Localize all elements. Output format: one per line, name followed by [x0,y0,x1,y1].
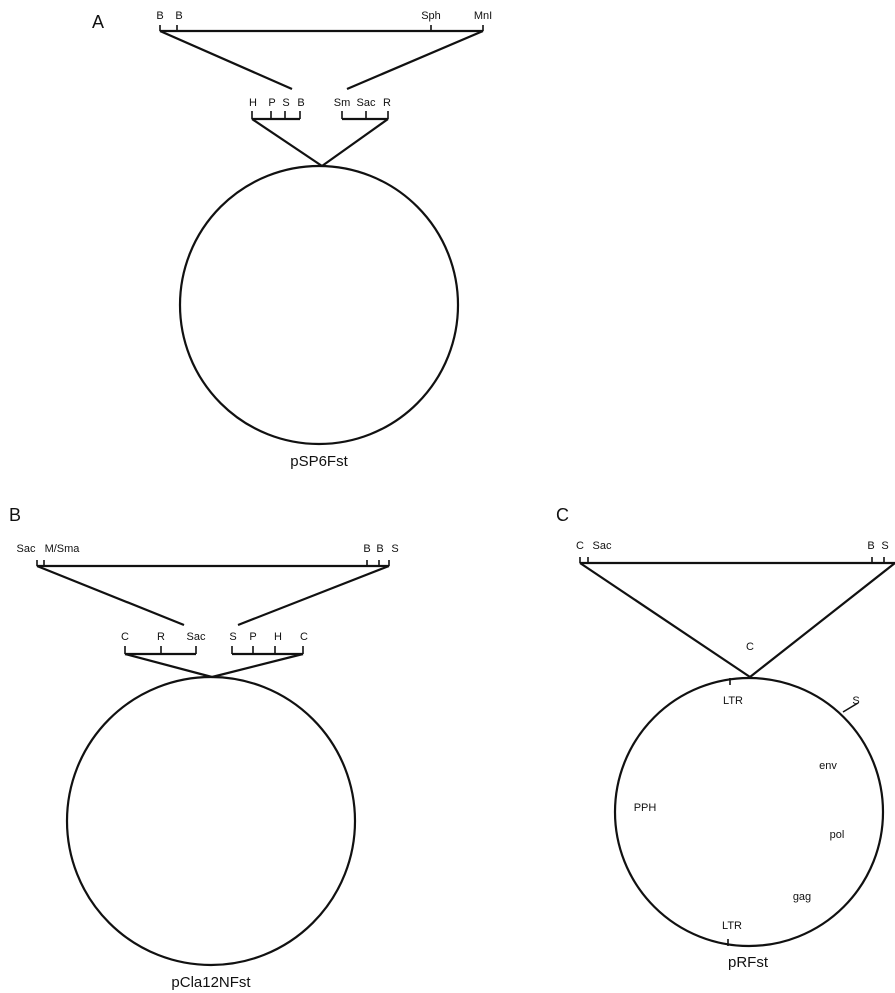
panel-c-feature-pol: pol [830,829,845,841]
panel-a-connector-left [251,118,323,167]
panel-b-insert-site: B [376,543,383,555]
panel-a-expansion-line-left [159,29,293,91]
panel-b-polylinker-site: P [249,631,256,643]
panel-a: A B B Sph MnI H P S B Sm Sac R [92,10,492,470]
panel-c-junction-site: C [746,641,754,653]
panel-a-letter: A [92,12,104,32]
panel-b-insert-site: B [363,543,370,555]
panel-a-plasmid-name: pSP6Fst [290,453,348,470]
panel-a-polylinker-site: B [297,97,304,109]
panel-b-insert-site: Sac [17,543,36,555]
panel-a-plasmid-circle [178,164,460,446]
panel-b-polylinker-site: C [121,631,129,643]
panel-c-plasmid-name: pRFst [728,954,769,971]
panel-a-polylinker-site: S [282,97,289,109]
panel-c-feature-env: env [819,760,837,772]
panel-a-insert-site: B [156,10,163,22]
panel-b-expansion-line-right [237,564,390,627]
panel-c-insert-site: B [867,540,874,552]
panel-b-plasmid-circle [65,675,357,967]
panel-b-polylinker-site: S [229,631,236,643]
panel-c-feature-ltr-3: LTR [722,920,742,932]
panel-c: C C Sac B S C S LTR env PPH pol gag LTR … [556,505,895,971]
panel-c-plasmid-site: S [852,695,859,707]
panel-b-polylinker-site: Sac [187,631,206,643]
panel-c-insert-site: S [881,540,888,552]
panel-b-connector-left [124,652,213,679]
panel-c-plasmid-site-tick [842,702,859,713]
panel-b-insert-site: M/Sma [45,543,81,555]
panel-c-plasmid-circle [613,676,885,948]
panel-a-polylinker-site: R [383,97,391,109]
panel-c-expansion-line-right [749,562,895,678]
panel-b: B Sac M/Sma B B S C R Sac S P H C [9,505,399,991]
panel-a-polylinker-site: P [268,97,275,109]
panel-b-expansion-line-left [36,564,185,627]
panel-b-letter: B [9,505,21,525]
panel-a-insert-site: Sph [421,10,441,22]
panel-c-feature-ltr-5: LTR [723,695,743,707]
panel-b-polylinker-site: C [300,631,308,643]
panel-a-expansion-line-right [346,29,484,91]
panel-a-polylinker-site: Sm [334,97,351,109]
panel-b-polylinker-site: R [157,631,165,643]
panel-b-connector-right [211,652,304,679]
panel-b-polylinker-site: H [274,631,282,643]
panel-a-insert-site: B [175,10,182,22]
panel-a-polylinker-site: H [249,97,257,109]
panel-c-feature-pph: PPH [634,802,657,814]
panel-c-expansion-line-left [579,562,751,678]
panel-a-connector-right [321,118,389,167]
panel-c-letter: C [556,505,569,525]
panel-b-plasmid-name: pCla12NFst [171,974,251,991]
panel-c-insert-site: C [576,540,584,552]
panel-b-insert-site: S [391,543,398,555]
panel-c-feature-gag: gag [793,891,811,903]
panel-a-polylinker-site: Sac [357,97,376,109]
panel-a-insert-site: MnI [474,10,492,22]
panel-c-insert-site: Sac [593,540,612,552]
